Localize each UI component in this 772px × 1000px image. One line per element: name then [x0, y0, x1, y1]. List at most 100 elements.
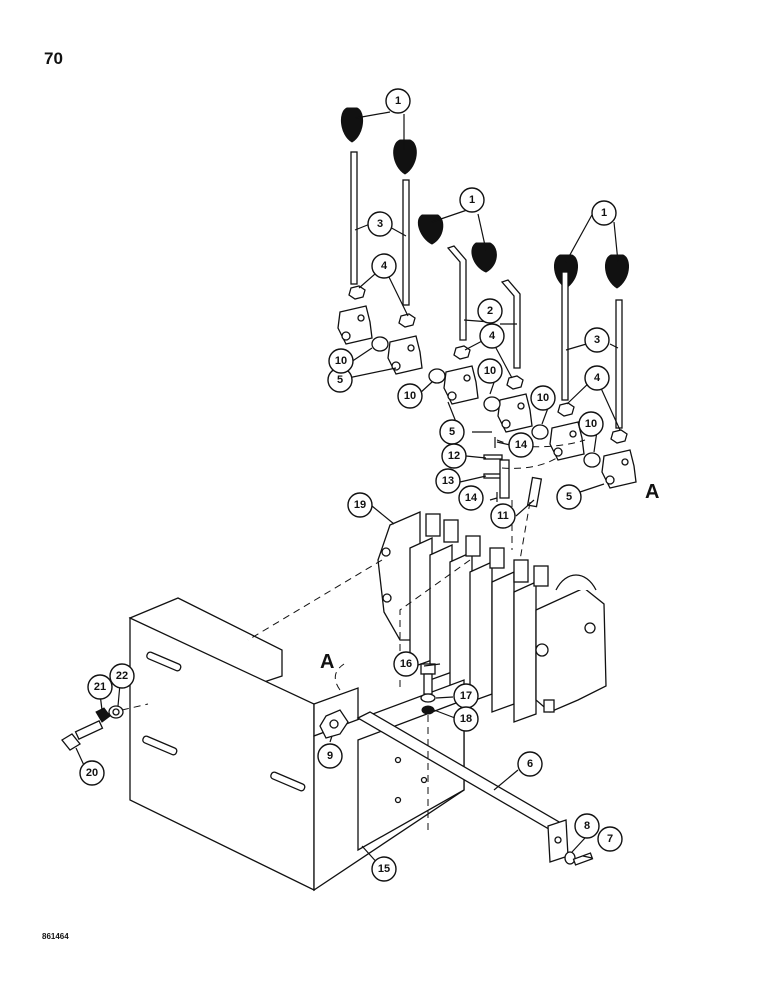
- bolt-7: [572, 852, 594, 866]
- svg-text:5: 5: [337, 374, 343, 386]
- callout-4b: 4: [479, 323, 505, 349]
- callout-4a: 4: [371, 253, 397, 279]
- svg-text:14: 14: [465, 492, 478, 504]
- figure-code: 861464: [42, 932, 69, 941]
- bushing-1: [371, 336, 389, 352]
- svg-text:16: 16: [400, 658, 412, 670]
- control-valve: [377, 511, 607, 723]
- callout-10a: 10: [328, 348, 354, 374]
- lever-bracket-2: [387, 335, 423, 375]
- svg-text:6: 6: [527, 758, 533, 770]
- link-plate: [499, 459, 510, 499]
- callout-20: 20: [79, 760, 105, 786]
- svg-text:10: 10: [585, 418, 597, 430]
- callout-8: 8: [574, 813, 600, 839]
- svg-text:4: 4: [381, 260, 388, 272]
- callout-10e: 10: [578, 411, 604, 437]
- mounting-bracket: [128, 597, 465, 892]
- lever-rod-bent-1: [446, 245, 467, 341]
- callout-21: 21: [87, 674, 113, 700]
- svg-text:1: 1: [395, 95, 401, 107]
- callout-13: 13: [435, 468, 461, 494]
- callout-11: 11: [490, 503, 516, 529]
- bushing-5: [583, 452, 601, 468]
- svg-text:4: 4: [594, 372, 601, 384]
- svg-text:21: 21: [94, 681, 106, 693]
- bushing-3: [483, 396, 501, 412]
- svg-text:11: 11: [497, 510, 509, 522]
- lever-bracket-1: [337, 305, 373, 345]
- knob-4: [471, 242, 497, 273]
- nut-3: [453, 345, 471, 360]
- callout-3b: 3: [584, 327, 610, 353]
- callout-18: 18: [453, 706, 479, 732]
- knob-1: [340, 107, 364, 143]
- washer-17: [420, 693, 436, 703]
- callout-15: 15: [371, 856, 397, 882]
- svg-text:3: 3: [377, 218, 383, 230]
- svg-text:8: 8: [584, 820, 590, 832]
- pin-12: [483, 454, 503, 460]
- callout-10c: 10: [477, 358, 503, 384]
- washer-22: [108, 705, 124, 719]
- callout-1c: 1: [591, 200, 617, 226]
- nut-4: [506, 375, 524, 390]
- washer-8: [564, 851, 576, 865]
- callout-10d: 10: [530, 385, 556, 411]
- callout-14a: 14: [508, 432, 534, 458]
- svg-text:14: 14: [515, 439, 528, 451]
- callout-6: 6: [517, 751, 543, 777]
- washer-21: [95, 707, 111, 723]
- link-11: [526, 476, 543, 508]
- svg-text:22: 22: [116, 670, 128, 682]
- svg-text:19: 19: [354, 499, 366, 511]
- side-label-a-left: A: [320, 651, 334, 673]
- lever-rod-straight-4: [615, 299, 623, 429]
- callout-9: 9: [317, 743, 343, 769]
- svg-text:7: 7: [607, 833, 613, 845]
- callout-5c: 5: [556, 484, 582, 510]
- svg-text:1: 1: [469, 194, 475, 206]
- callout-5b: 5: [439, 419, 465, 445]
- bolt-20: [61, 720, 104, 751]
- callout-10b: 10: [397, 383, 423, 409]
- svg-text:5: 5: [566, 491, 572, 503]
- callout-3a: 3: [367, 211, 393, 237]
- lever-bracket-5: [549, 421, 585, 461]
- shaft: [356, 711, 569, 863]
- callout-17: 17: [453, 683, 479, 709]
- lever-bracket-4: [497, 393, 533, 433]
- callout-1a: 1: [385, 88, 411, 114]
- svg-text:13: 13: [442, 475, 454, 487]
- lever-rod-straight-2: [402, 179, 410, 306]
- svg-text:10: 10: [404, 390, 416, 402]
- bushing-2: [428, 368, 446, 384]
- svg-text:3: 3: [594, 334, 600, 346]
- side-label-a-right: A: [645, 481, 659, 503]
- callout-19: 19: [347, 492, 373, 518]
- svg-text:18: 18: [460, 713, 472, 725]
- lever-bracket-3: [443, 365, 479, 405]
- lever-bracket-6: [601, 449, 637, 489]
- lever-rod-bent-2: [500, 279, 521, 369]
- svg-text:12: 12: [448, 450, 460, 462]
- nut-1: [348, 285, 366, 300]
- page-number: 70: [44, 49, 63, 68]
- svg-text:2: 2: [487, 305, 493, 317]
- svg-text:10: 10: [335, 355, 347, 367]
- callout-4c: 4: [584, 365, 610, 391]
- washer-18: [421, 705, 435, 715]
- nut-9: [319, 709, 349, 739]
- svg-text:10: 10: [537, 392, 549, 404]
- svg-text:17: 17: [460, 690, 472, 702]
- knob-6: [605, 254, 629, 289]
- callout-12: 12: [441, 443, 467, 469]
- nut-2: [398, 313, 416, 328]
- knob-2: [393, 139, 417, 175]
- lever-rod-straight-1: [350, 151, 358, 285]
- svg-text:1: 1: [601, 207, 607, 219]
- callout-1b: 1: [459, 187, 485, 213]
- svg-text:4: 4: [489, 330, 496, 342]
- svg-text:10: 10: [484, 365, 496, 377]
